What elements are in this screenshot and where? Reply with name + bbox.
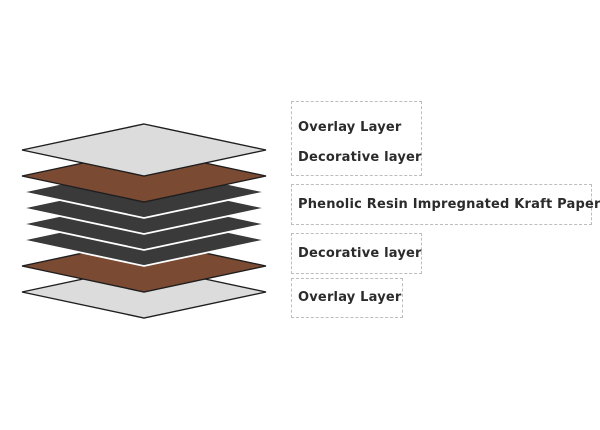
label-phenolic-resin-kraft-paper: Phenolic Resin Impregnated Kraft Paper (298, 197, 600, 212)
label-bottom-overlay-layer: Overlay Layer (298, 290, 402, 305)
kraft-label-box: Phenolic Resin Impregnated Kraft Paper (291, 184, 600, 225)
bottom-decorative-label-box: Decorative layer (291, 233, 422, 274)
label-top-overlay-layer: Overlay Layer (298, 120, 402, 135)
label-bottom-decorative-layer: Decorative layer (298, 246, 422, 261)
top-labels-box: Overlay Layer Decorative layer (291, 101, 422, 176)
layer-stack (21, 123, 267, 319)
label-top-decorative-layer: Decorative layer (298, 150, 422, 165)
bottom-overlay-label-box: Overlay Layer (291, 278, 403, 318)
overlay-layer-top (21, 123, 267, 177)
